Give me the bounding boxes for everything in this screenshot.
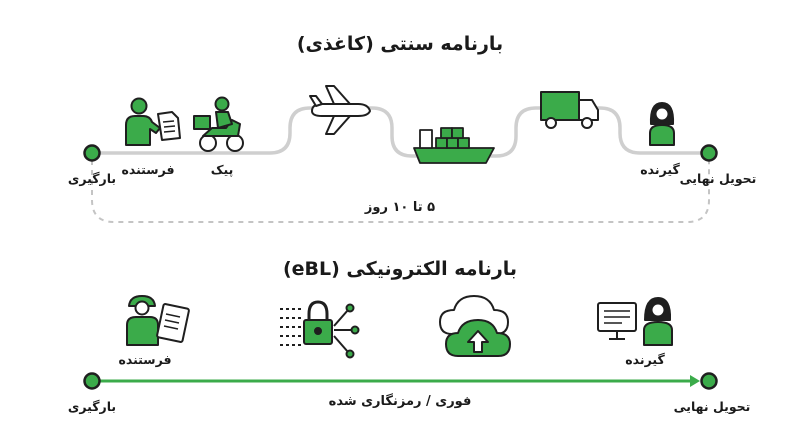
cloud-upload-icon (439, 295, 511, 357)
electronic-title: بارنامه الکترونیکی (eBL) (282, 258, 518, 280)
sender-with-document-icon (125, 97, 181, 146)
courier-motorbike-icon (193, 96, 244, 152)
traditional-end-dot (700, 144, 718, 162)
electronic-route-arrowhead (690, 375, 700, 387)
cargo-ship-icon (413, 127, 495, 164)
traditional-start-label: بارگیری (67, 171, 117, 186)
traditional-courier-label: پیک (210, 162, 234, 177)
airplane-icon (309, 85, 371, 135)
traditional-title: بارنامه سنتی (کاغذی) (296, 33, 504, 55)
encryption-lock-icon (280, 300, 360, 359)
electronic-end-dot (700, 372, 718, 390)
receiver-at-computer-icon (597, 297, 673, 346)
traditional-receiver-label: گیرنده (640, 162, 680, 177)
electronic-end-label: تحویل نهایی (673, 399, 751, 414)
traditional-sender-label: فرستنده (121, 162, 175, 177)
electronic-start-dot (83, 372, 101, 390)
truck-icon (540, 91, 599, 129)
electronic-start-label: بارگیری (67, 399, 117, 414)
electronic-receiver-label: گیرنده (625, 352, 665, 367)
electronic-sender-label: فرستنده (118, 352, 172, 367)
traditional-duration-label: ۵ تا ۱۰ روز (364, 200, 436, 215)
electronic-duration-label: فوری / رمزنگاری شده (328, 394, 472, 409)
traditional-route-line (92, 106, 709, 158)
traditional-end-label: تحویل نهایی (679, 171, 757, 186)
receiver-icon (649, 102, 675, 146)
duration-dashed-line (91, 160, 710, 223)
sender-with-tablet-icon (126, 295, 190, 346)
traditional-start-dot (83, 144, 101, 162)
